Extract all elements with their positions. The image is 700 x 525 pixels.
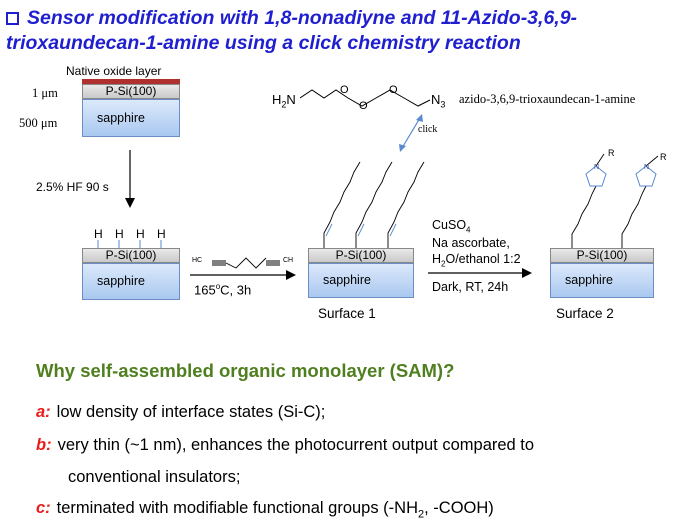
h-atom-4: H bbox=[157, 227, 166, 241]
hc-label: HC bbox=[192, 257, 203, 264]
temperature-step-label: 165oC, 3h bbox=[194, 282, 252, 298]
native-oxide-label: Native oxide layer bbox=[66, 64, 162, 78]
title-line2: trioxaundecan-1-amine using a click chem… bbox=[6, 32, 521, 54]
down-arrow-icon bbox=[125, 150, 135, 208]
wafer-stack-native: P-Si(100) sapphire bbox=[82, 79, 180, 137]
reason-key: c: bbox=[36, 499, 51, 517]
reason-b-continued: conventional insulators; bbox=[68, 466, 240, 488]
h2n-label: H2N bbox=[272, 92, 296, 110]
reason-b: b: very thin (~1 nm), enhances the photoc… bbox=[36, 434, 534, 456]
reason-text: very thin (~1 nm), enhances the photocur… bbox=[57, 436, 535, 454]
thickness-1um-label: 1 μm bbox=[32, 86, 58, 100]
click-double-arrow-icon bbox=[399, 114, 423, 152]
na-ascorbate-label: Na ascorbate, bbox=[432, 236, 510, 250]
azide-name-label: azido-3,6,9-trioxaundecan-1-amine bbox=[459, 92, 636, 106]
click-label: click bbox=[418, 124, 438, 135]
surface1-label: Surface 1 bbox=[318, 306, 376, 321]
r-group-2: R bbox=[660, 152, 667, 162]
wafer-stack-surface1: P-Si(100) sapphire bbox=[308, 248, 414, 298]
native-oxide-layer bbox=[82, 79, 180, 84]
r-group-1: R bbox=[608, 148, 615, 158]
checkbox-bullet-icon bbox=[6, 12, 19, 25]
hf-step-label: 2.5% HF 90 s bbox=[36, 180, 109, 194]
alkyne-chains-surface1 bbox=[323, 161, 425, 248]
reason-key: a: bbox=[36, 403, 51, 421]
ch-label: CH bbox=[283, 257, 294, 264]
surface2-label: Surface 2 bbox=[556, 306, 614, 321]
conditions-label: Dark, RT, 24h bbox=[432, 280, 509, 294]
title-line1: Sensor modification with 1,8-nonadiyne a… bbox=[27, 7, 578, 29]
sapphire-layer: sapphire bbox=[82, 263, 180, 300]
psi-layer: P-Si(100) bbox=[550, 248, 654, 263]
sapphire-layer: sapphire bbox=[550, 263, 654, 298]
h-bonds bbox=[97, 240, 162, 249]
n-atom-1: N bbox=[594, 164, 600, 171]
thickness-500um-label: 500 μm bbox=[19, 116, 58, 130]
nonadiyne-reaction-arrow bbox=[190, 257, 296, 280]
reason-text: terminated with modifiable functional gr… bbox=[56, 499, 494, 521]
reason-c: c: terminated with modifiable functional … bbox=[36, 497, 494, 525]
wafer-stack-surface2: P-Si(100) sapphire bbox=[550, 248, 654, 298]
click-reaction-arrow bbox=[428, 268, 532, 278]
solvent-label: H2O/ethanol 1:2 bbox=[432, 252, 521, 269]
h-atom-1: H bbox=[94, 227, 103, 241]
slide-title: Sensor modification with 1,8-nonadiyne a… bbox=[6, 6, 696, 56]
h-atom-2: H bbox=[115, 227, 124, 241]
peg-chain bbox=[300, 89, 431, 107]
psi-layer: P-Si(100) bbox=[82, 248, 180, 263]
h-atom-3: H bbox=[136, 227, 145, 241]
wafer-stack-h-terminated: P-Si(100) sapphire bbox=[82, 248, 180, 300]
oxygen-atom-3: O bbox=[389, 84, 398, 96]
reason-text: low density of interface states (Si-C); bbox=[56, 403, 326, 421]
reason-key: b: bbox=[36, 436, 52, 454]
psi-layer: P-Si(100) bbox=[308, 248, 414, 263]
cuso4-label: CuSO4 bbox=[432, 218, 471, 235]
psi-layer: P-Si(100) bbox=[82, 84, 180, 99]
oxygen-atom-2: O bbox=[359, 100, 368, 112]
n-atom-2: N bbox=[644, 164, 650, 171]
n3-label: N3 bbox=[431, 92, 446, 110]
oxygen-atom-1: O bbox=[340, 84, 349, 96]
sapphire-layer: sapphire bbox=[308, 263, 414, 298]
sapphire-layer: sapphire bbox=[82, 99, 180, 137]
reason-text: conventional insulators; bbox=[68, 468, 241, 486]
reason-a: a: low density of interface states (Si-C)… bbox=[36, 401, 325, 423]
sam-question-heading: Why self-assembled organic monolayer (SA… bbox=[36, 360, 455, 381]
triazole-chains-surface2 bbox=[571, 153, 659, 248]
